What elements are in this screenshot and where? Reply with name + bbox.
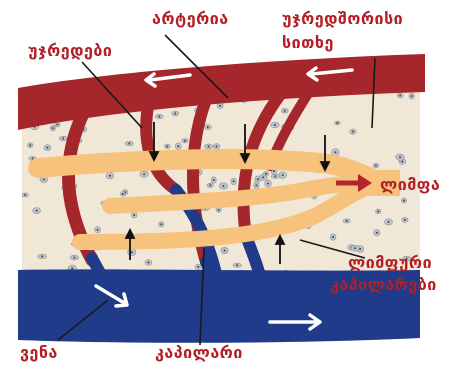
tissue-cell-nucleus [209,184,211,186]
tissue-cell-nucleus [377,211,379,213]
tissue-cell-nucleus [71,267,73,269]
tissue-cell-nucleus [158,116,160,118]
tissue-cell-nucleus [257,178,259,180]
tissue-cell-nucleus [233,180,235,182]
label-vein: ვენა [20,343,58,362]
tissue-cell-nucleus [56,124,58,126]
tissue-cell-nucleus [133,214,135,216]
tissue-cell-nucleus [219,105,221,107]
label-lymph-capillaries-line2: კაპილარები [330,275,437,294]
tissue-cell-nucleus [334,151,336,153]
tissue-cell-nucleus [346,220,348,222]
tissue-cell-nucleus [36,210,38,212]
tissue-cell-nucleus [273,170,275,172]
tissue-cell-nucleus [403,200,405,202]
tissue-cell-nucleus [354,247,356,249]
label-interstitial-fluid-line1: უჯრედშორისი [282,9,403,28]
tissue-cell-nucleus [24,194,26,196]
tissue-cell-nucleus [213,179,215,181]
tissue-cell-nucleus [184,140,186,142]
tissue-cell-nucleus [401,161,403,163]
tissue-cell-nucleus [224,250,226,252]
tissue-cell-nucleus [236,264,238,266]
tissue-cell-nucleus [128,143,130,145]
tissue-cell-nucleus [267,183,269,185]
tissue-cell-nucleus [197,266,199,268]
tissue-cell-nucleus [207,126,209,128]
tissue-cell-nucleus [222,185,224,187]
label-interstitial-fluid-line2: სითხე [282,33,334,52]
tissue-cell-nucleus [97,229,99,231]
tissue-cell-nucleus [262,176,264,178]
tissue-cell-nucleus [332,236,334,238]
tissue-cell-nucleus [160,223,162,225]
label-lymph-capillaries-line1: ლიმფური [348,253,432,272]
tissue-cell-nucleus [282,174,284,176]
tissue-cell-nucleus [52,127,54,129]
tissue-cell-nucleus [131,251,133,253]
tissue-cell-nucleus [147,262,149,264]
tissue-cell-nucleus [274,124,276,126]
label-artery: არტერია [152,9,229,28]
tissue-cell-nucleus [73,257,75,259]
tissue-cell-nucleus [177,145,179,147]
tissue-cell-nucleus [399,94,401,96]
tissue-cell-nucleus [404,219,406,221]
tissue-cell-nucleus [218,209,220,211]
tissue-cell-nucleus [388,221,390,223]
tissue-cell-nucleus [359,248,361,250]
tissue-cell-nucleus [208,146,210,148]
tissue-cell-nucleus [122,193,124,195]
tissue-cell-nucleus [274,175,276,177]
tissue-cell-nucleus [166,145,168,147]
tissue-cell-nucleus [29,144,31,146]
tissue-cell-nucleus [46,147,48,149]
tissue-cell-nucleus [255,184,257,186]
tissue-cell-nucleus [143,173,145,175]
tissue-cell-nucleus [216,145,218,147]
label-cells: უჯრედები [28,41,112,60]
tissue-cell-nucleus [375,165,377,167]
tissue-cell-nucleus [411,95,413,97]
tissue-cell-nucleus [174,113,176,115]
tissue-cell-nucleus [43,179,45,181]
tissue-cell-nucleus [399,156,401,158]
tissue-cell-nucleus [265,173,267,175]
tissue-cell-nucleus [376,232,378,234]
tissue-cell-nucleus [336,122,338,124]
tissue-cell-nucleus [284,110,286,112]
tissue-cell-nucleus [352,131,354,133]
label-lymph: ლიმფა [380,175,440,194]
tissue-cell-nucleus [62,138,64,140]
tissue-cell-nucleus [109,175,111,177]
label-capillary: კაპილარი [155,343,243,362]
tissue-cell-nucleus [41,255,43,257]
